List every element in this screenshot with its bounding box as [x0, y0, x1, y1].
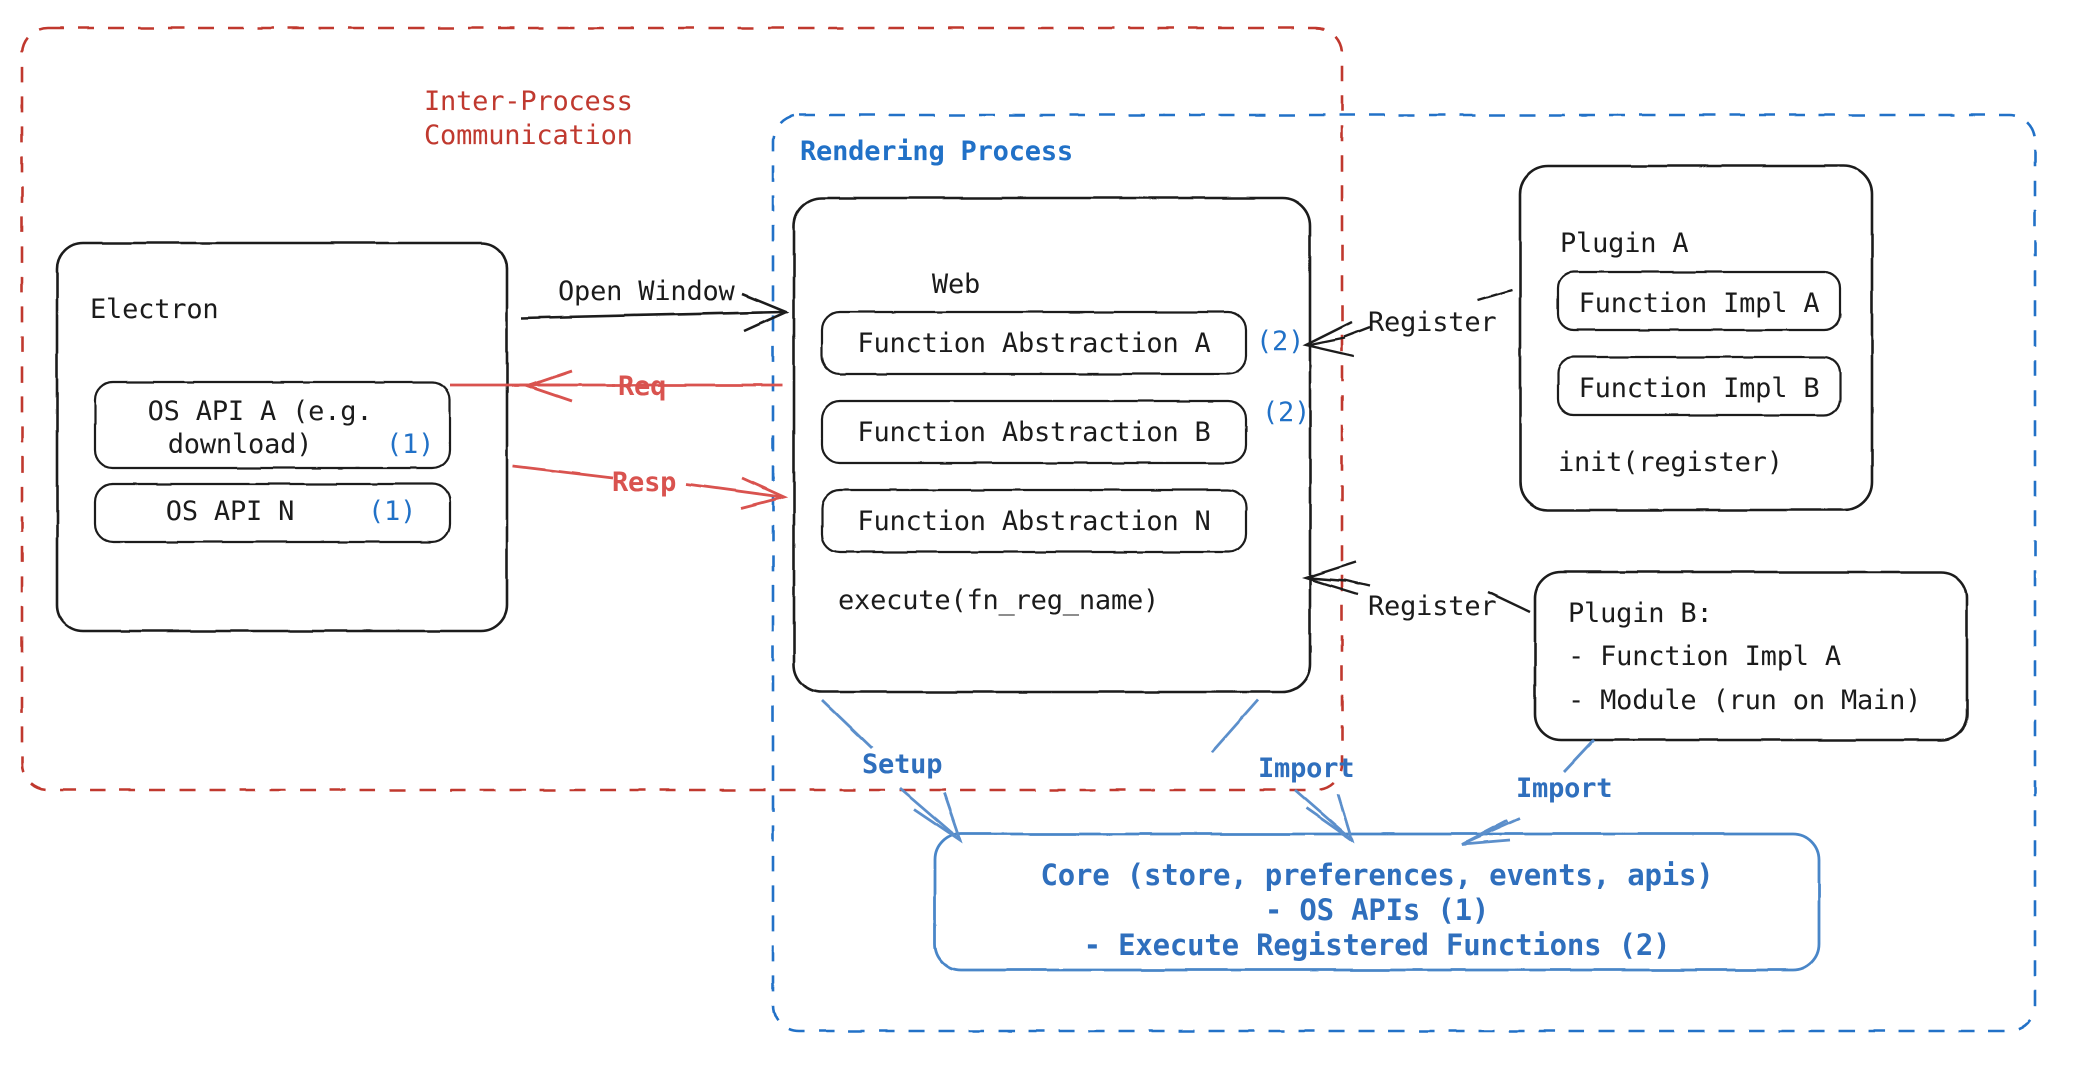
plugin-b-line-1: - Function Impl A: [1568, 641, 1841, 672]
ipc-container-outline: [20, 26, 1344, 792]
plugin-a-box-outline: [1518, 164, 1874, 512]
function-impl-a-box-outline: [1556, 270, 1842, 332]
os-api-a-box-outline: [93, 380, 452, 470]
req-arrow: [450, 369, 783, 403]
web-footer-execute: execute(fn_reg_name): [838, 585, 1160, 616]
register-plugin-a-label: Register: [1368, 307, 1497, 338]
plugin-b-line-2: - Module (run on Main): [1568, 685, 1922, 716]
os-api-n-box-outline: [93, 482, 452, 544]
setup-label: Setup: [862, 749, 943, 780]
function-impl-a-label: Function Impl A: [1578, 288, 1820, 319]
os-api-a-label-line1: OS API A (e.g.: [147, 396, 373, 427]
electron-title: Electron: [90, 294, 219, 325]
open-window-label: Open Window: [558, 276, 735, 307]
core-line-1: Core (store, preferences, events, apis): [1040, 858, 1714, 892]
resp-arrow: [512, 464, 789, 510]
req-label: Req: [618, 371, 667, 402]
function-abstraction-n-box-outline: [820, 488, 1248, 554]
core-box-outline: [933, 832, 1821, 972]
import-web-label: Import: [1258, 753, 1355, 784]
function-abstraction-b-label: Function Abstraction B: [857, 417, 1211, 448]
import-plugin-label: Import: [1516, 773, 1613, 804]
os-api-n-label: OS API N: [165, 496, 295, 527]
plugin-a-footer-init: init(register): [1558, 447, 1783, 478]
import-plugin-arrow: [1461, 739, 1596, 846]
os-api-a-marker: (1): [386, 429, 435, 460]
ipc-label-line2: Communication: [424, 120, 633, 151]
ipc-label-line1: Inter-Process: [424, 86, 633, 117]
register-plugin-b-arrow: [1301, 560, 1531, 614]
function-abstraction-a-label: Function Abstraction A: [857, 328, 1211, 359]
core-line-2: - OS APIs (1): [1264, 893, 1490, 927]
plugin-a-title: Plugin A: [1560, 228, 1689, 259]
plugin-b-box-outline: [1533, 570, 1969, 742]
function-abstraction-b-marker: (2): [1262, 397, 1311, 428]
resp-label: Resp: [612, 467, 677, 498]
rendering-process-label: Rendering Process: [800, 136, 1073, 167]
web-title: Web: [931, 269, 981, 300]
function-abstraction-n-label: Function Abstraction N: [857, 506, 1211, 537]
plugin-b-title: Plugin B:: [1568, 598, 1713, 629]
function-impl-b-label: Function Impl B: [1578, 373, 1820, 404]
function-abstraction-a-box-outline: [820, 310, 1248, 376]
rendering-process-container-outline: [771, 113, 2037, 1033]
import-web-arrow: [1210, 699, 1355, 844]
core-line-3: - Execute Registered Functions (2): [1083, 928, 1671, 962]
register-plugin-b-label: Register: [1368, 591, 1497, 622]
os-api-n-marker: (1): [368, 496, 417, 527]
function-impl-b-box-outline: [1556, 355, 1842, 417]
function-abstraction-a-marker: (2): [1256, 326, 1305, 357]
open-window-arrow: [520, 292, 790, 333]
register-plugin-a-arrow: [1302, 288, 1513, 358]
os-api-a-label-line2: download): [167, 429, 313, 460]
setup-arrow: [821, 698, 963, 844]
function-abstraction-b-box-outline: [820, 399, 1248, 465]
